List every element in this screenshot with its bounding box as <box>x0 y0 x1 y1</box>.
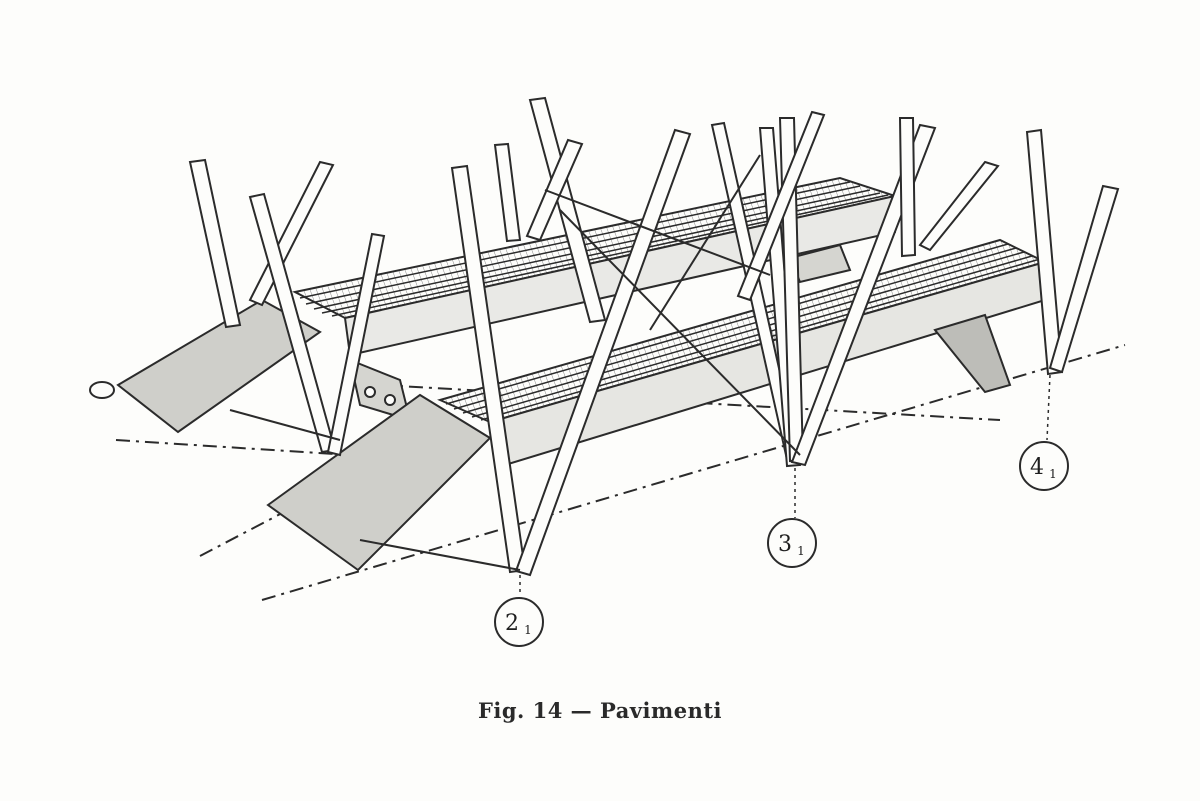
callout-3-number: 3 <box>778 532 792 557</box>
bracket-right <box>933 313 1012 394</box>
callout-3-sub: 1 <box>797 544 805 558</box>
callout-2-number: 2 <box>505 611 519 636</box>
tube-group-3 <box>710 110 1000 468</box>
callout-4-sub: 1 <box>1049 467 1057 481</box>
callout-4-number: 4 <box>1030 455 1044 480</box>
figure-caption: Fig. 14 — Pavimenti <box>477 698 723 723</box>
scaffold-tubes <box>188 96 1120 577</box>
tube-end-left <box>89 381 115 399</box>
callout-3: 3 1 <box>767 518 817 568</box>
leader-4 <box>1046 374 1051 441</box>
callout-4: 4 1 <box>1019 441 1069 491</box>
runner-front <box>261 344 1126 601</box>
tube-group-left <box>188 158 386 457</box>
tube-group-4 <box>1025 128 1120 376</box>
leader-lines <box>519 374 1051 596</box>
tube-group-2 <box>450 96 692 577</box>
runner-left-short <box>115 439 351 456</box>
callout-2: 2 1 <box>494 597 544 647</box>
diagonal-braces <box>229 154 801 571</box>
platform-upper-left <box>116 298 322 434</box>
callout-2-sub: 1 <box>524 623 532 637</box>
